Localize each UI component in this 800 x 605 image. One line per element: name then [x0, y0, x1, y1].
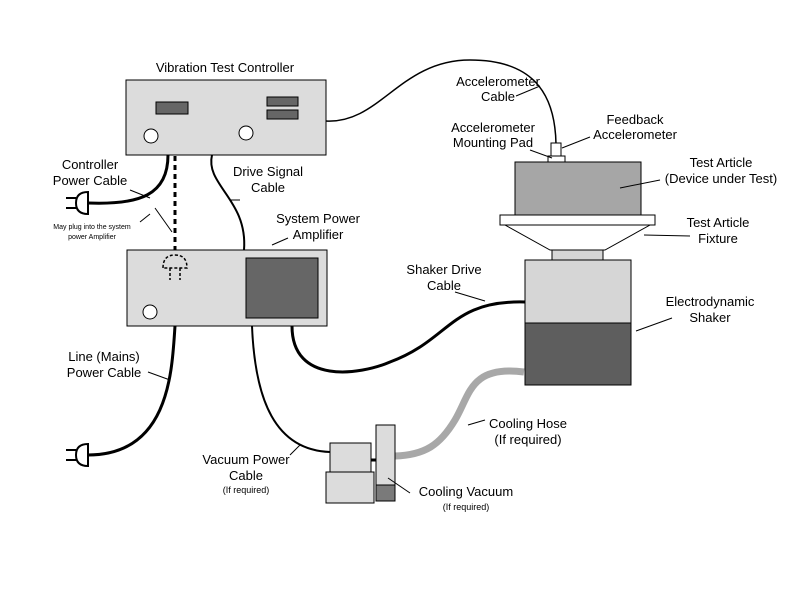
shaker-drive-cable [290, 300, 526, 374]
feedback-accelerometer [550, 142, 562, 157]
label-shaker-line1: Electrodynamic [666, 294, 755, 309]
label-shaker-drive-cable-line1: Shaker Drive [406, 262, 481, 277]
label-cooling-vacuum-line2: (If required) [443, 502, 490, 512]
controller-display [155, 101, 189, 115]
label-feedback-accelerometer-line2: Accelerometer [593, 127, 677, 142]
label-feedback-accelerometer-line1: Feedback [606, 112, 664, 127]
accelerometer-cable [325, 59, 557, 145]
label-amplifier-line1: System Power [276, 211, 360, 226]
label-controller-power-line1: Controller [62, 157, 119, 172]
label-vacuum-power-line2: Cable [229, 468, 263, 483]
label-mounting-pad-line2: Mounting Pad [453, 135, 533, 150]
label-vacuum-power-line3: (If required) [223, 485, 270, 495]
controller-power-cable [87, 154, 170, 205]
cooling-vacuum [325, 424, 396, 504]
controller-power-plug-icon [66, 190, 89, 216]
label-fixture-line2: Fixture [698, 231, 738, 246]
label-mains-line1: Line (Mains) [68, 349, 140, 364]
label-fixture-line1: Test Article [687, 215, 750, 230]
vacuum-power-cable [251, 325, 331, 453]
vibration-test-controller [125, 79, 327, 156]
label-vacuum-power-line1: Vacuum Power [202, 452, 290, 467]
label-may-plug-line2: power Amplifier [68, 234, 117, 241]
label-mounting-pad-line1: Accelerometer [451, 120, 535, 135]
mains-power-cable [87, 325, 177, 457]
system-power-amplifier [126, 249, 328, 327]
controller-knob-right [238, 125, 254, 141]
label-shaker-line2: Shaker [689, 310, 731, 325]
controller-indicator-top [266, 96, 299, 107]
label-shaker-drive-cable-line2: Cable [427, 278, 461, 293]
label-accelerometer-cable-line2: Cable [481, 89, 515, 104]
label-amplifier-line2: Amplifier [293, 227, 344, 242]
label-accelerometer-cable-line1: Accelerometer [456, 74, 540, 89]
leader-lines [129, 85, 691, 494]
label-cooling-hose-line1: Cooling Hose [489, 416, 567, 431]
controller-indicator-bottom [266, 109, 299, 120]
mains-plug-icon [66, 442, 89, 468]
electrodynamic-shaker [524, 259, 632, 386]
controller-knob-left [143, 128, 159, 144]
label-may-plug-line1: May plug into the system [53, 224, 131, 231]
label-test-article-line2: (Device under Test) [665, 171, 777, 186]
label-test-article-line1: Test Article [690, 155, 753, 170]
accelerometer-mounting-pad [547, 155, 566, 163]
cooling-hose [394, 367, 525, 460]
test-article [514, 161, 642, 216]
label-drive-signal-line2: Cable [251, 180, 285, 195]
drive-signal-cable [210, 154, 246, 251]
alternate-plug-icon [162, 254, 188, 280]
label-mains-line2: Power Cable [67, 365, 141, 380]
amplifier-knob [142, 304, 158, 320]
label-cooling-hose-line2: (If required) [494, 432, 561, 447]
label-controller-power-line2: Power Cable [53, 173, 127, 188]
label-drive-signal-line1: Drive Signal [233, 164, 303, 179]
label-cooling-vacuum-line1: Cooling Vacuum [419, 484, 513, 499]
test-article-fixture [499, 214, 656, 261]
label-controller: Vibration Test Controller [156, 60, 295, 75]
amplifier-panel [245, 257, 319, 319]
